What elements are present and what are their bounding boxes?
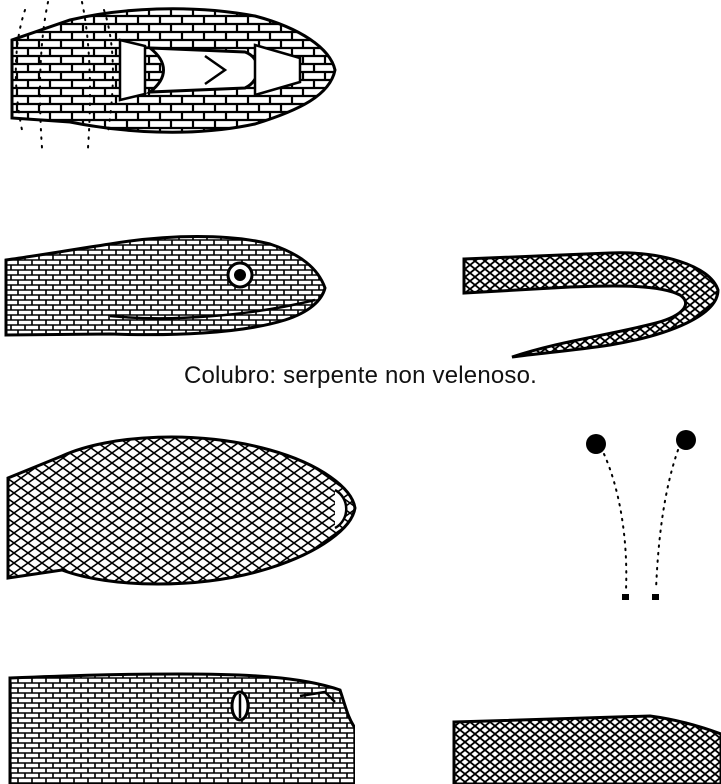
colubrid-bite-pattern-figure xyxy=(0,0,130,160)
colubrid-head-side-figure xyxy=(0,230,330,345)
figure-caption: Colubro: serpente non velenoso. xyxy=(0,362,721,390)
viper-head-top-figure xyxy=(0,428,365,593)
viper-bite-pattern-figure xyxy=(570,420,710,610)
colubrid-tail-figure xyxy=(460,245,721,360)
viper-head-side-figure xyxy=(0,668,355,784)
viper-tail-figure xyxy=(450,710,721,784)
